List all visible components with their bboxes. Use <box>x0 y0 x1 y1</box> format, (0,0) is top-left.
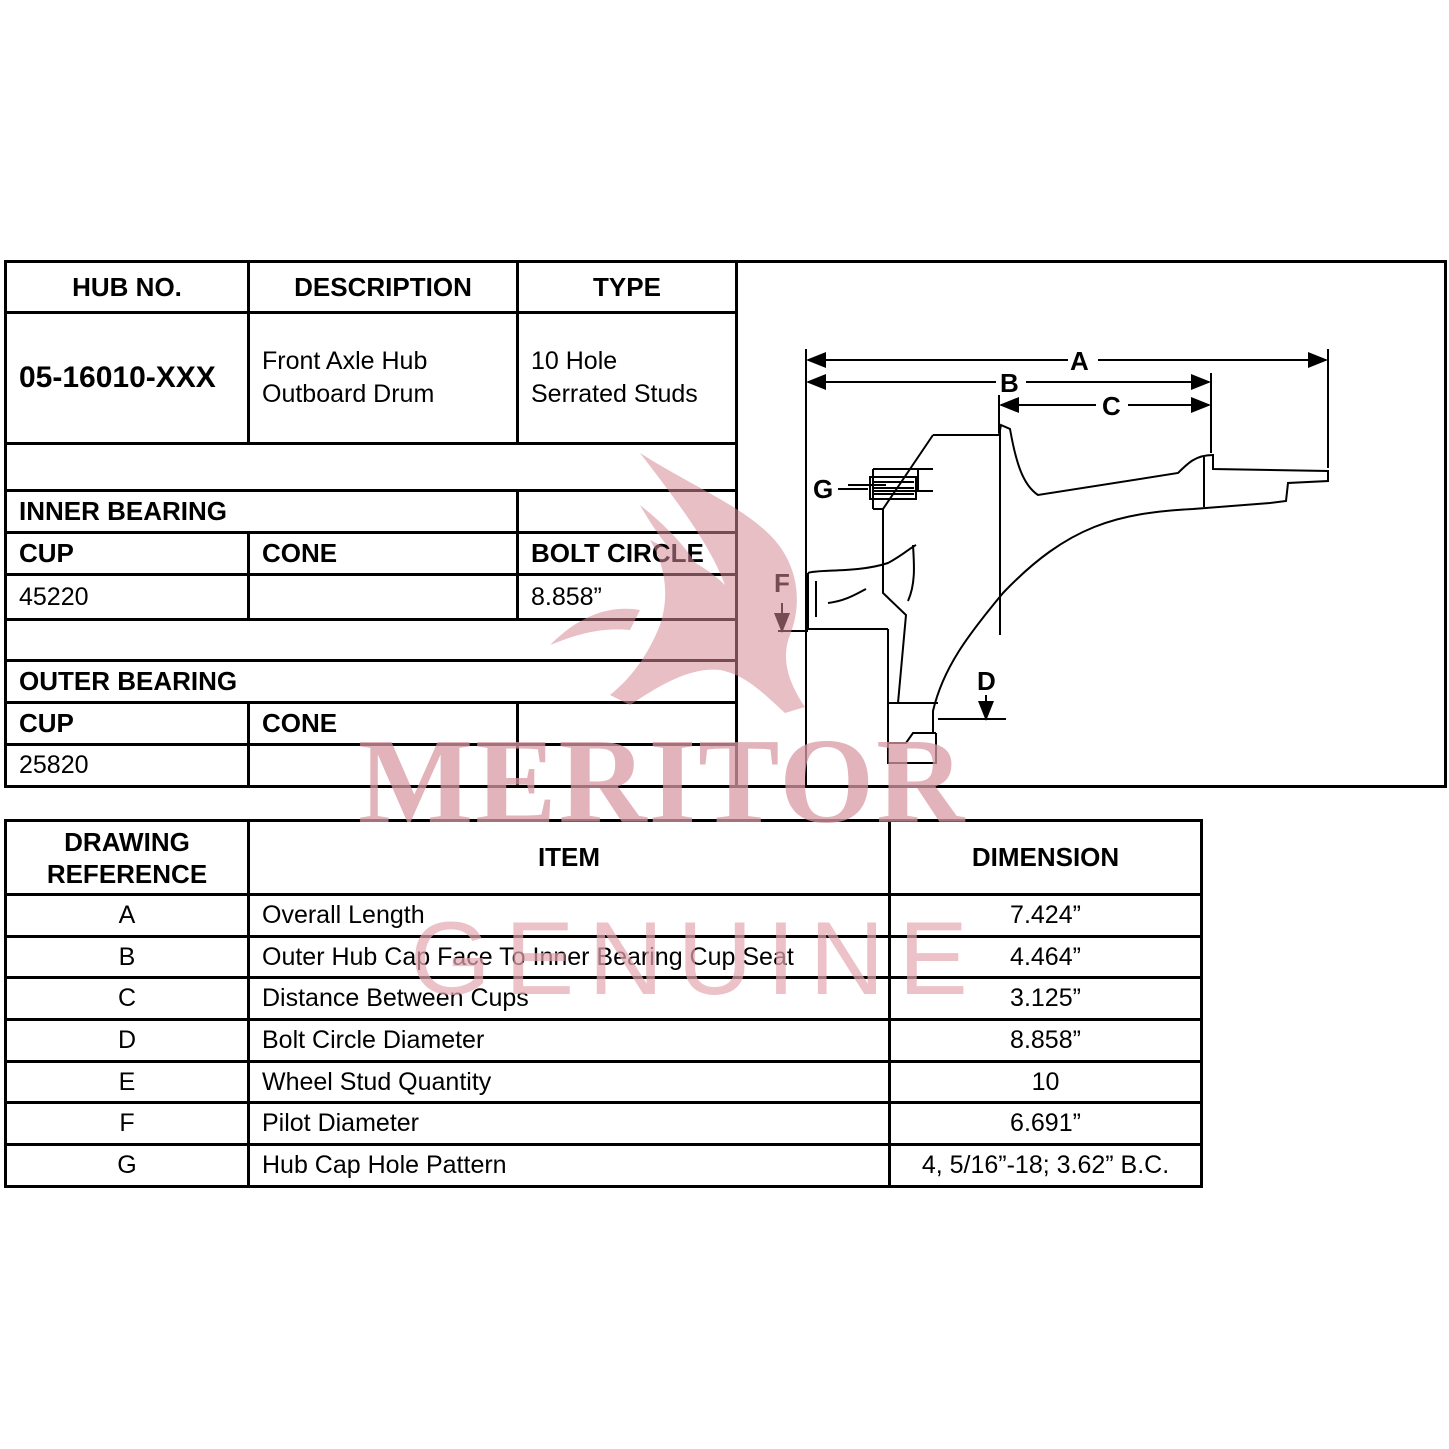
outer-cone-label: CONE <box>262 708 338 738</box>
dim-row-item: Hub Cap Hole Pattern <box>262 1151 507 1179</box>
dim-row-dimension: 4.464” <box>1010 943 1081 971</box>
dim-row-dimension: 10 <box>1031 1068 1060 1096</box>
type-line-2: Serrated Studs <box>531 380 698 408</box>
dim-row-item: Wheel Stud Quantity <box>262 1068 492 1096</box>
hub-type: 10 Hole Serrated Studs <box>519 314 735 442</box>
outer-cone-value <box>250 746 516 785</box>
dim-row-ref: F <box>119 1109 135 1137</box>
type-line-1: 10 Hole <box>531 347 618 375</box>
dim-row-item: Pilot Diameter <box>262 1109 419 1137</box>
header-ref-line-2: REFERENCE <box>46 858 208 889</box>
dim-row-item: Distance Between Cups <box>262 984 529 1012</box>
meritor-bull-logo <box>550 453 805 713</box>
dim-row-ref: B <box>118 943 136 971</box>
dim-row-ref: D <box>117 1026 137 1054</box>
label-b: B <box>1000 368 1019 398</box>
label-c: C <box>1102 391 1121 421</box>
header-drawing-reference: DRAWING REFERENCE <box>7 822 247 893</box>
dim-row-dimension: 3.125” <box>1010 984 1081 1012</box>
dim-row-dimension: 6.691” <box>1010 1109 1081 1137</box>
inner-cone-label: CONE <box>262 538 338 568</box>
bolt-circle-value: 8.858” <box>531 582 602 611</box>
hub-number: 05-16010-XXX <box>19 361 216 394</box>
dim-row-item: Bolt Circle Diameter <box>262 1026 485 1054</box>
dim-row-dimension: 7.424” <box>1010 901 1081 929</box>
header-item: ITEM <box>537 842 601 872</box>
dim-row-ref: C <box>117 984 137 1012</box>
dim-row-dimension: 8.858” <box>1010 1026 1081 1054</box>
inner-cone-value <box>250 576 516 618</box>
dim-row-ref: E <box>118 1068 136 1096</box>
description-line-2: Outboard Drum <box>262 380 435 408</box>
dim-row-ref: A <box>118 901 136 929</box>
outer-bearing-title: OUTER BEARING <box>19 666 238 696</box>
hub-description: Front Axle Hub Outboard Drum <box>250 314 516 442</box>
header-dimension: DIMENSION <box>971 842 1120 872</box>
inner-bearing-title: INNER BEARING <box>19 496 228 526</box>
dim-row-item: Outer Hub Cap Face To Inner Bearing Cup … <box>262 943 794 971</box>
dim-row-dimension: 4, 5/16”-18; 3.62” B.C. <box>921 1151 1170 1179</box>
inner-cup-value: 45220 <box>19 582 89 611</box>
dim-row-item: Overall Length <box>262 901 425 929</box>
label-g: G <box>813 474 833 504</box>
dim-row-ref: G <box>117 1151 137 1179</box>
header-hub-no: HUB NO. <box>72 271 182 302</box>
header-type: TYPE <box>593 271 661 302</box>
hub-cross-section-drawing: A B C D F G <box>774 346 1329 785</box>
outer-cup-label: CUP <box>19 708 74 738</box>
outer-cup-value: 25820 <box>19 751 89 779</box>
description-line-1: Front Axle Hub <box>262 347 428 375</box>
label-a: A <box>1070 346 1089 376</box>
header-ref-line-1: DRAWING <box>64 826 190 857</box>
header-description: DESCRIPTION <box>294 271 472 302</box>
inner-cup-label: CUP <box>19 538 74 568</box>
label-d: D <box>977 666 996 696</box>
